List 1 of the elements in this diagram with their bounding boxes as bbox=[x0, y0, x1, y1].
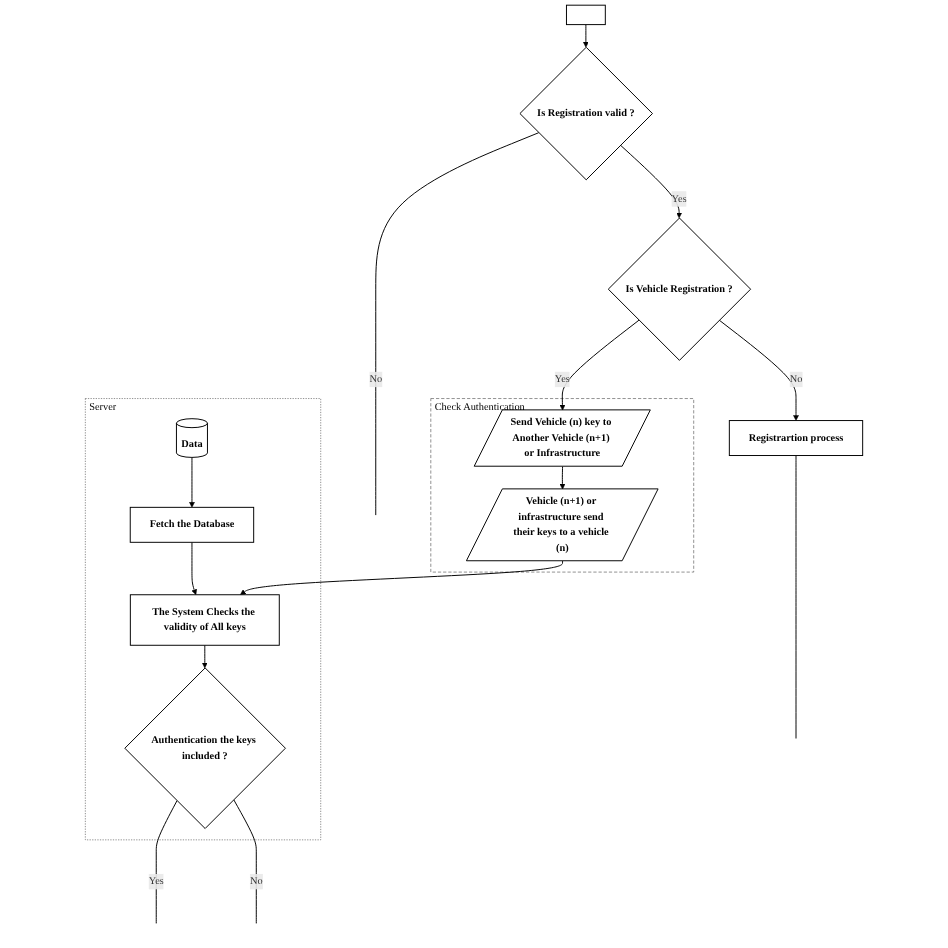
node-box bbox=[565, 4, 606, 26]
